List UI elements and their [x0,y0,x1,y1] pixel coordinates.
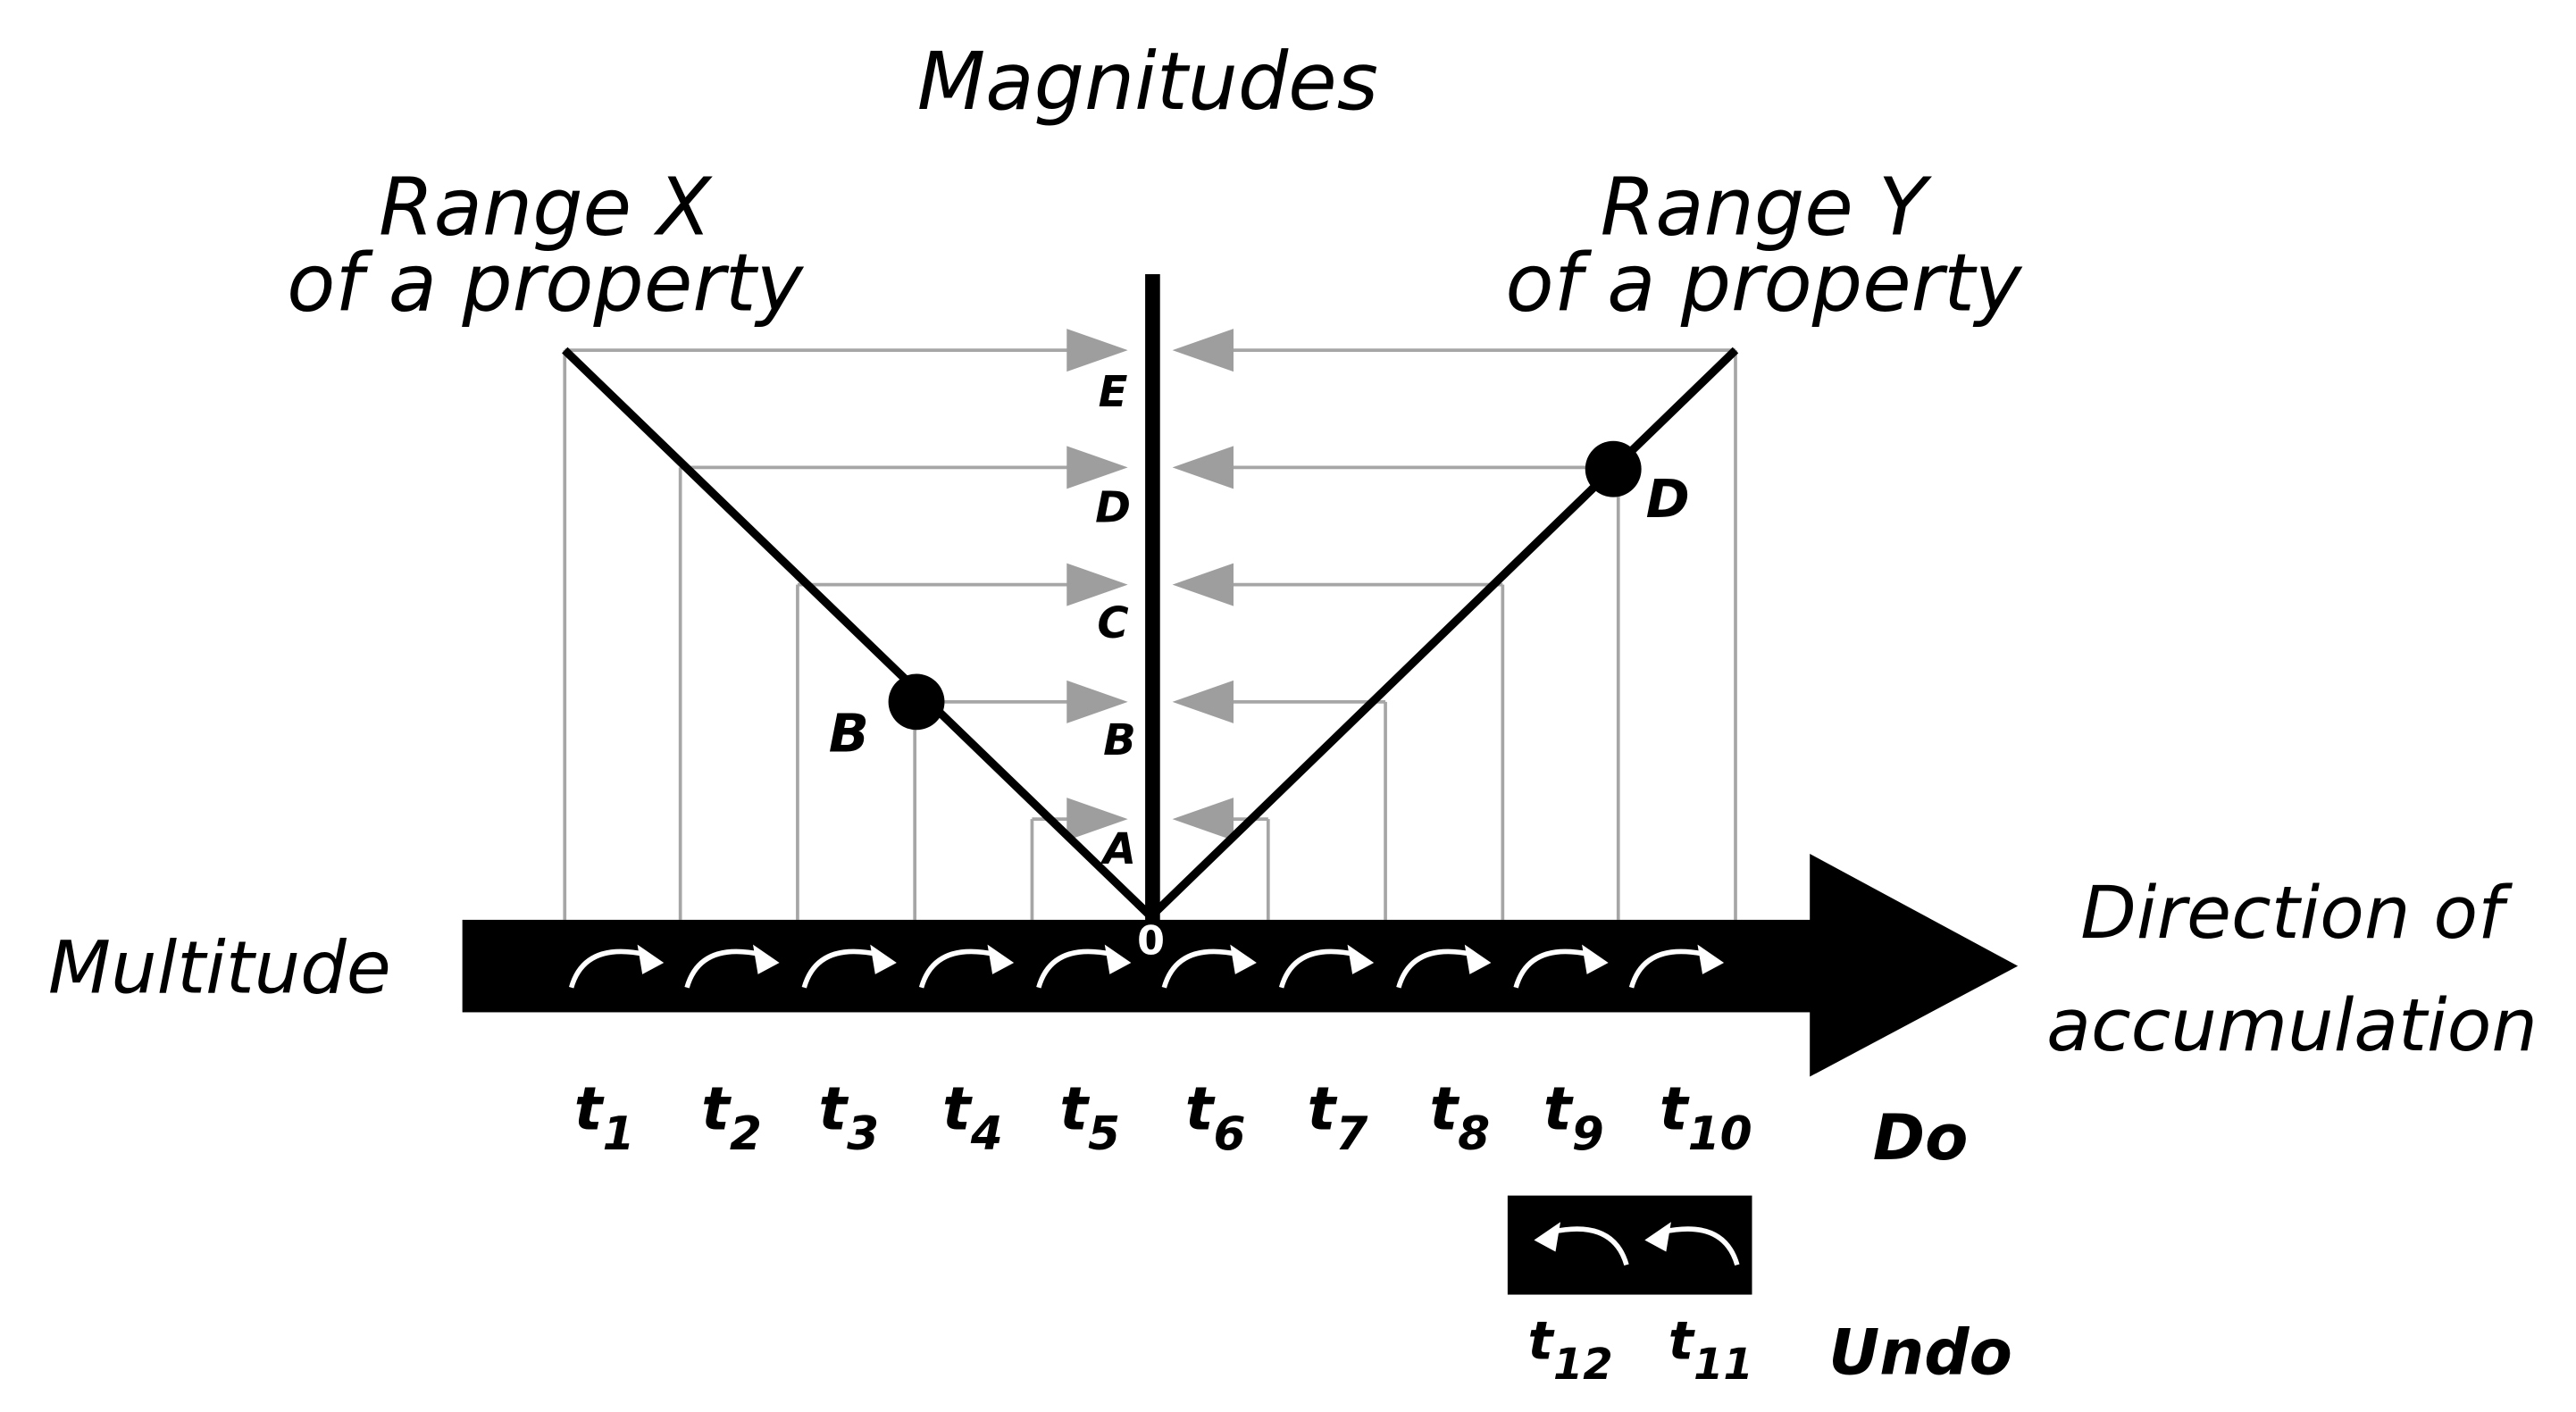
tick-label-t2: t2 [701,1074,762,1161]
magnitude-letter-a: A [1100,824,1136,874]
tick-label-t6: t6 [1185,1074,1246,1161]
point-d-marker [1585,440,1642,497]
tick-label-t12: t12 [1528,1310,1613,1390]
do-label: Do [1873,1101,1969,1174]
tick-label-t3: t3 [818,1074,879,1161]
tick-label-t5: t5 [1059,1074,1120,1161]
tick-label-t10: t10 [1660,1074,1752,1161]
range-y-line [1148,347,1739,920]
tick-label-t1: t1 [574,1074,635,1161]
point-b-marker [888,673,945,731]
tick-label-t9: t9 [1543,1074,1604,1161]
range-y-label-line2: of a property [1505,238,2023,330]
multitude-label: Multitude [48,925,391,1010]
direction-label-line1: Direction of [2080,871,2513,956]
direction-label-line2: accumulation [2046,983,2538,1068]
tick-label-t4: t4 [942,1074,1003,1161]
tick-label-t7: t7 [1308,1074,1368,1161]
magnitude-letter-c: C [1097,598,1128,648]
left-arrowheads [1066,329,1128,841]
point-d-label: D [1646,468,1690,530]
magnitude-letter-b: B [1103,715,1136,765]
right-arrowheads [1172,329,1234,841]
right-vertical-guides [1266,350,1737,920]
undo-tick-labels: t12 t11 [1528,1310,1753,1390]
diagram-title: Magnitudes [917,36,1378,128]
do-step-arrows [568,944,1725,989]
left-vertical-guides [563,350,1034,920]
tick-label-t11: t11 [1669,1310,1753,1390]
range-x-line [562,347,1154,920]
accumulation-arrowhead [1810,853,2019,1077]
range-y-label-line1: Range Y [1601,162,1932,254]
right-projection-lines [1230,348,1736,821]
undo-step-arrows [1534,1222,1740,1266]
origin-label: 0 [1137,919,1165,965]
tick-label-t8: t8 [1429,1074,1490,1161]
magnitude-letter-e: E [1099,367,1128,417]
point-b-label: B [829,702,869,764]
undo-label: Undo [1828,1316,2012,1389]
range-x-label-line1: Range X [379,162,713,254]
range-x-label-line2: of a property [287,238,805,330]
do-tick-labels: t1 t2 t3 t4 t5 t6 t7 t8 t9 t10 [574,1074,1752,1161]
magnitude-letter-d: D [1095,482,1131,532]
